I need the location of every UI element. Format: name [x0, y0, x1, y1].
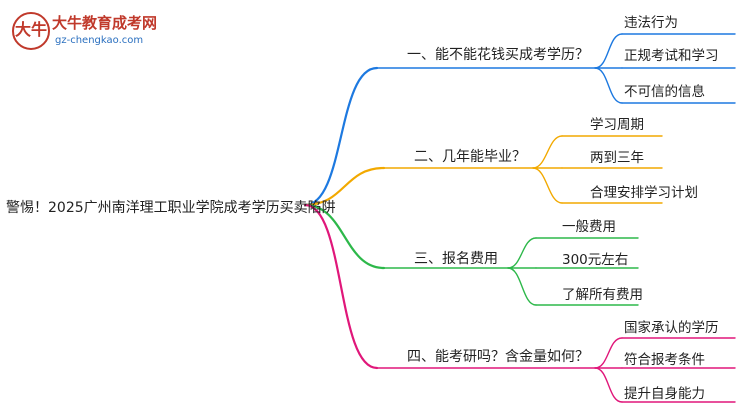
logo-glyph: 大牛	[15, 20, 48, 39]
branch-3-leaf-1-connector	[507, 237, 537, 269]
logo-url: gz-chengkao.com	[55, 35, 144, 46]
branch-1-leaf-3: 不可信的信息	[624, 84, 705, 100]
branch-2-label: 二、几年能毕业？	[414, 149, 526, 165]
branch-1-leaf-1: 违法行为	[624, 15, 678, 31]
branch-1-leaf-3-connector	[594, 67, 623, 104]
branch-3-label: 三、报名费用	[414, 251, 498, 267]
branch-1-connector	[303, 66, 379, 207]
branch-3-leaf-3: 了解所有费用	[562, 287, 643, 303]
branch-4-label: 四、能考研吗？含金量如何？	[407, 349, 589, 365]
branch-4-leaf-1-connector	[594, 337, 623, 369]
branch-4-leaf-3-connector	[594, 367, 623, 403]
branch-2-leaf-3: 合理安排学习计划	[590, 185, 698, 201]
branch-2-connector	[303, 166, 386, 207]
branch-2-leaf-3-connector	[532, 167, 563, 204]
root-topic: 警惕！2025广州南洋理工职业学院成考学历买卖陷阱	[6, 200, 336, 216]
branch-1-leaf-2: 正规考试和学习	[624, 48, 719, 64]
branch-2-leaf-1: 学习周期	[590, 117, 644, 133]
branch-4-connector	[303, 203, 379, 370]
branch-1-label: 一、能不能花钱买成考学历？	[407, 47, 589, 63]
branch-4-leaf-2: 符合报考条件	[624, 352, 705, 368]
branch-3-leaf-3-connector	[507, 267, 537, 306]
branch-1-leaf-1-connector	[594, 33, 623, 69]
branch-2-leaf-2: 两到三年	[590, 150, 644, 166]
logo-title: 大牛教育成考网	[52, 14, 158, 32]
branch-4-leaf-1: 国家承认的学历	[624, 320, 719, 336]
branch-3-connector	[303, 203, 386, 270]
branch-3-leaf-2: 300元左右	[562, 252, 629, 268]
branch-4-leaf-3: 提升自身能力	[624, 386, 705, 402]
branch-2-leaf-1-connector	[532, 135, 563, 169]
logo-icon	[12, 12, 50, 50]
branch-3-leaf-1: 一般费用	[562, 219, 616, 235]
